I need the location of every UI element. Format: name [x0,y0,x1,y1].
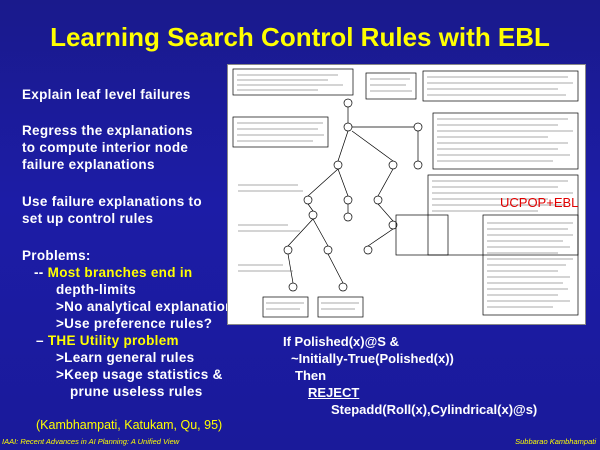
plan-box-bottom-2 [317,296,364,318]
text-lines [238,184,303,272]
text-lines [237,122,324,142]
node-circle [308,210,318,220]
plan-box-top-right [422,70,579,102]
rule-line4: REJECT [308,385,360,400]
tree-edges [287,107,419,284]
plan-box-top-left [232,68,354,96]
figure-label: UCPOP+EBL [500,195,579,210]
node-circle [343,122,353,132]
node-circle [363,245,373,255]
problems-line5-text: THE Utility problem [47,333,179,348]
node-circle [343,195,353,205]
text-lines [237,74,343,91]
node-circle [343,212,353,222]
node-circle [413,160,423,170]
problems-line1-prefix: -- [34,265,48,280]
plan-box-bottom-1 [262,296,309,318]
bullet-regress: Regress the explanations to compute inte… [22,123,193,172]
problems-line7: >Keep usage statistics & [56,367,223,382]
plan-box-right-1 [432,112,579,170]
problems-line4: >Use preference rules? [56,316,213,331]
node-circle [373,195,383,205]
text-lines [427,76,573,96]
bullet-explain-text: Explain leaf level failures [22,87,191,102]
text-lines [266,302,359,310]
problems-line1-text: Most branches end in [47,265,193,280]
bullet-explain: Explain leaf level failures [22,86,191,103]
node-circle [323,245,333,255]
search-tree-diagram [232,68,579,318]
footer-author: Subbarao Kambhampati [515,437,596,446]
node-circle [283,245,293,255]
rule-line1: If Polished(x)@S & [283,334,399,349]
plan-box-right-3 [482,214,579,316]
rule-line2: ~Initially-True(Polished(x)) [291,351,454,366]
node-circle [303,195,313,205]
rule-line5: Stepadd(Roll(x),Cylindrical(x)@s) [331,402,538,417]
node-circle [343,98,353,108]
node-circle [338,282,348,292]
problems-line8: prune useless rules [70,384,203,399]
problems-line1: -- Most branches end in [22,264,234,281]
text-lines [370,78,412,92]
plan-box-left-1 [232,116,329,148]
citation: (Kambhampati, Katukam, Qu, 95) [36,418,223,432]
node-circle [288,282,298,292]
text-lines [487,222,573,308]
problems-line5-prefix: – [36,333,48,348]
footer-course: IAAI: Recent Advances in AI Planning: A … [2,437,180,446]
problems-line2: depth-limits [56,282,137,297]
node-circle [333,160,343,170]
text-lines [432,180,573,212]
problems-heading: Problems: [22,248,91,263]
slide-title: Learning Search Control Rules with EBL [50,22,550,52]
problems-line6: >Learn general rules [56,350,195,365]
plan-box-mid-2 [395,214,449,256]
problems-block: Problems: -- Most branches end in depth-… [22,247,234,400]
problems-line3: >No analytical explanation [56,299,234,314]
rule-line3: Then [295,368,327,383]
node-circle [388,160,398,170]
bullet-control-rules: Use failure explanations to set up contr… [22,194,202,226]
problems-line5: – THE Utility problem [22,332,234,349]
plan-box-top-mid [365,72,417,100]
text-lines [437,118,573,162]
control-rule: If Polished(x)@S & ~Initially-True(Polis… [283,333,537,418]
search-tree-figure: UCPOP+EBL [227,64,586,325]
node-circle [413,122,423,132]
